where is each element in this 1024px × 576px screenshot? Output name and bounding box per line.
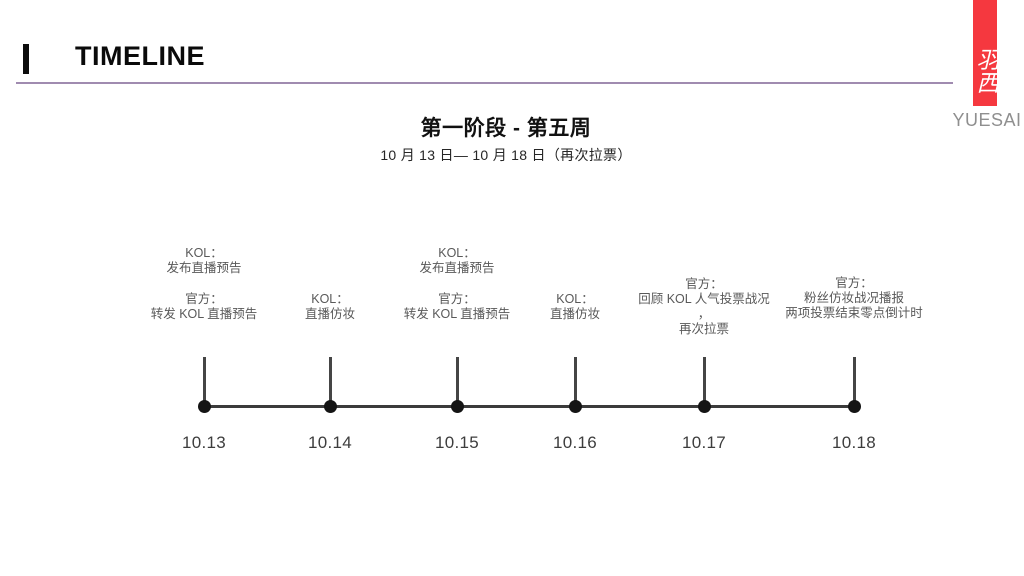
event-label-line: 直播仿妆 xyxy=(304,307,355,321)
stage-subtitle: 10 月 13 日— 10 月 18 日（再次拉票） xyxy=(380,147,632,163)
event-label-line: 转发 KOL 直播预告 xyxy=(150,307,258,321)
event-label-block: 官方：粉丝仿妆战况播报两项投票结束零点倒计时 xyxy=(754,276,954,321)
event-labels: KOL：直播仿妆 xyxy=(475,292,675,322)
event-labels: KOL：发布直播预告官方：转发 KOL 直播预告 xyxy=(104,246,304,322)
event-tick xyxy=(852,357,856,406)
yuesai-brand-text: YUESAI xyxy=(952,110,1022,130)
title-underline xyxy=(16,82,953,84)
event-date: 10.14 xyxy=(307,433,353,452)
title-accent-bar xyxy=(23,44,29,74)
event-label-block: KOL：发布直播预告 xyxy=(104,246,304,276)
event-label-line: 发布直播预告 xyxy=(419,261,495,275)
event-dot xyxy=(197,400,211,413)
event-dot xyxy=(697,400,711,413)
stage-heading: 第一阶段 - 第五周 10 月 13 日— 10 月 18 日（再次拉票） xyxy=(206,112,806,165)
event-date: 10.17 xyxy=(681,433,727,452)
event-tick xyxy=(573,357,577,406)
event-labels: 官方：回顾 KOL 人气投票战况，再次拉票 xyxy=(604,277,804,337)
event-tick xyxy=(455,357,459,406)
event-labels: 官方：粉丝仿妆战况播报两项投票结束零点倒计时 xyxy=(754,276,954,321)
event-tick xyxy=(328,357,332,406)
page-title: TIMELINE xyxy=(75,41,205,71)
event-date: 10.13 xyxy=(181,433,227,452)
timeline-axis xyxy=(204,405,854,408)
event-label-line: 转发 KOL 直播预告 xyxy=(403,307,511,321)
event-label-block: KOL：直播仿妆 xyxy=(230,292,430,322)
yuesai-logo-characters: 羽西 xyxy=(972,48,998,94)
event-tick xyxy=(702,357,706,406)
event-label-line: ， xyxy=(697,307,711,321)
event-label-line: 两项投票结束零点倒计时 xyxy=(785,306,923,320)
event-dot xyxy=(450,400,464,413)
event-label-line: KOL： xyxy=(438,246,476,260)
event-label-line: 直播仿妆 xyxy=(549,307,600,321)
event-tick xyxy=(202,357,206,406)
event-label-line: KOL： xyxy=(556,292,594,306)
event-dot xyxy=(568,400,582,413)
event-label-block: KOL：发布直播预告 xyxy=(357,246,557,276)
event-labels: KOL：直播仿妆 xyxy=(230,292,430,322)
event-label-line: KOL： xyxy=(311,292,349,306)
event-date: 10.16 xyxy=(552,433,598,452)
event-label-line: KOL： xyxy=(185,246,223,260)
event-label-line: 再次拉票 xyxy=(678,322,729,336)
stage-title: 第一阶段 - 第五周 xyxy=(420,117,592,140)
event-dot xyxy=(847,400,861,413)
event-label-block: 官方：回顾 KOL 人气投票战况，再次拉票 xyxy=(604,277,804,337)
event-label-line: 官方： xyxy=(685,277,723,291)
event-label-block: KOL：直播仿妆 xyxy=(475,292,675,322)
event-label-line: 粉丝仿妆战况播报 xyxy=(803,291,904,305)
event-label-line: 回顾 KOL 人气投票战况 xyxy=(638,292,770,306)
event-date: 10.15 xyxy=(434,433,480,452)
event-label-block: 官方：转发 KOL 直播预告 xyxy=(357,292,557,322)
event-label-block: 官方：转发 KOL 直播预告 xyxy=(104,292,304,322)
event-label-line: 官方： xyxy=(835,276,873,290)
event-label-line: 官方： xyxy=(438,292,476,306)
yuesai-logo: 羽西 xyxy=(972,0,998,106)
event-label-line: 发布直播预告 xyxy=(166,261,242,275)
event-date: 10.18 xyxy=(831,433,877,452)
event-label-line: 官方： xyxy=(185,292,223,306)
event-labels: KOL：发布直播预告官方：转发 KOL 直播预告 xyxy=(357,246,557,322)
event-dot xyxy=(323,400,337,413)
